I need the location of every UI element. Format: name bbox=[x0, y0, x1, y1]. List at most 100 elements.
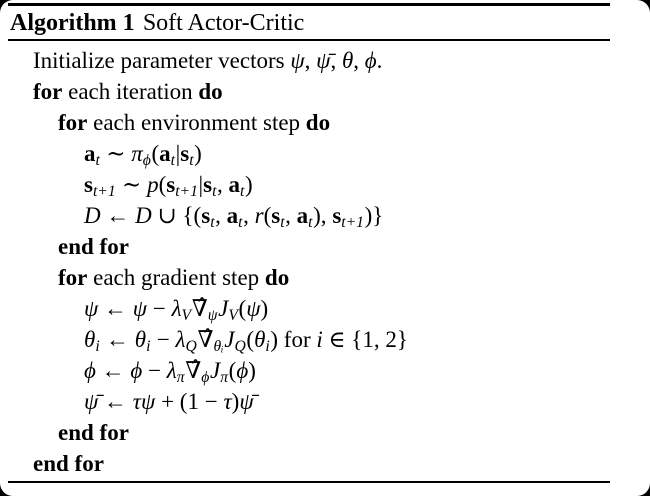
algorithm-line: end for bbox=[0, 231, 650, 262]
algorithm-line: Initialize parameter vectors ψ, ψ̄, θ, ϕ… bbox=[0, 45, 650, 76]
math-segment: ( bbox=[238, 296, 247, 321]
math-segment: ← bbox=[98, 296, 133, 321]
algorithm-line: ψ ← ψ − λV∇̂ψJV(ψ) bbox=[0, 293, 650, 324]
math-segment: ∇̂ bbox=[197, 327, 214, 352]
math-segment: ∇̂ bbox=[185, 358, 202, 383]
math-segment: τψ bbox=[132, 389, 156, 414]
math-segment: s bbox=[84, 172, 93, 197]
math-segment: , bbox=[330, 48, 342, 73]
math-segment: ψ bbox=[290, 48, 305, 73]
algorithm-body: Initialize parameter vectors ψ, ψ̄, θ, ϕ… bbox=[0, 45, 650, 479]
math-segment: t bbox=[238, 213, 243, 231]
math-segment: t bbox=[308, 213, 313, 231]
math-segment: ) bbox=[194, 141, 202, 166]
math-segment: a bbox=[296, 203, 309, 228]
math-segment: t bbox=[210, 213, 215, 231]
math-segment: + (1 − bbox=[155, 389, 224, 414]
math-segment: θ bbox=[341, 48, 354, 73]
math-segment: for bbox=[58, 110, 88, 135]
math-segment: J bbox=[218, 296, 229, 321]
math-segment: ) bbox=[231, 389, 240, 414]
math-segment: ∇̂ bbox=[191, 296, 208, 321]
math-segment: ϕ bbox=[84, 358, 96, 383]
algorithm-line: ψ̄ ← τψ + (1 − τ)ψ̄ bbox=[0, 386, 650, 417]
math-segment: ψ̄ bbox=[316, 48, 331, 73]
math-segment: ψ bbox=[84, 296, 99, 321]
math-segment: − bbox=[142, 358, 167, 383]
math-segment: ψ bbox=[207, 306, 218, 324]
math-segment: ψ bbox=[132, 296, 148, 321]
math-segment: p bbox=[147, 172, 159, 197]
algorithm-label: Algorithm 1 bbox=[10, 10, 135, 36]
math-segment: t bbox=[170, 151, 176, 169]
math-segment: a bbox=[228, 172, 241, 197]
math-segment: i bbox=[95, 337, 100, 355]
math-segment: end for bbox=[33, 451, 104, 476]
math-segment: for bbox=[33, 79, 63, 104]
algorithm-title: Soft Actor-Critic bbox=[142, 10, 305, 36]
math-segment: s bbox=[271, 203, 281, 228]
math-segment: t+1 bbox=[175, 182, 198, 200]
math-segment: , bbox=[304, 48, 317, 73]
math-segment: ← bbox=[98, 389, 133, 414]
math-segment: a bbox=[159, 141, 171, 166]
math-segment: each gradient step bbox=[87, 265, 265, 290]
math-segment: )} bbox=[364, 203, 384, 228]
math-segment: t bbox=[189, 151, 194, 169]
math-segment: a bbox=[84, 141, 96, 166]
math-segment: ) bbox=[248, 358, 256, 383]
math-segment: s bbox=[201, 203, 211, 228]
math-segment: ), bbox=[313, 203, 333, 228]
math-segment: θᵢ bbox=[213, 337, 224, 355]
math-segment: i bbox=[265, 337, 270, 355]
math-segment: each environment step bbox=[87, 110, 306, 135]
algorithm-header: Algorithm 1 Soft Actor-Critic bbox=[10, 8, 640, 38]
algorithm-line: end for bbox=[0, 417, 650, 448]
math-segment: , bbox=[353, 48, 365, 73]
math-segment: end for bbox=[58, 420, 129, 445]
math-segment: s bbox=[203, 172, 213, 197]
math-segment: V bbox=[181, 306, 192, 324]
math-segment: i bbox=[316, 327, 323, 352]
math-segment: t bbox=[95, 151, 100, 169]
algorithm-line: for each iteration do bbox=[0, 76, 650, 107]
math-segment: , bbox=[243, 203, 255, 228]
math-segment: ← bbox=[95, 358, 131, 383]
algorithm-line: end for bbox=[0, 448, 650, 479]
math-segment: ) bbox=[260, 296, 269, 321]
math-segment: V bbox=[228, 306, 238, 324]
math-segment: do bbox=[305, 110, 331, 135]
top-rule bbox=[8, 3, 610, 6]
bottom-rule bbox=[8, 481, 610, 483]
math-segment: ϕ bbox=[142, 151, 151, 169]
math-segment: | bbox=[175, 141, 181, 166]
algorithm-line: for each environment step do bbox=[0, 107, 650, 138]
math-segment: t+1 bbox=[341, 213, 364, 231]
algorithm-line: ϕ ← ϕ − λπ∇̂ϕJπ(ϕ) bbox=[0, 355, 650, 386]
math-segment: − bbox=[147, 296, 172, 321]
math-segment: ) bbox=[245, 172, 253, 197]
math-segment: t+1 bbox=[92, 182, 116, 200]
math-segment: Q bbox=[185, 337, 197, 355]
math-segment: s bbox=[332, 203, 342, 228]
math-segment: θ bbox=[84, 327, 96, 352]
math-segment: D bbox=[135, 203, 152, 228]
math-segment: π bbox=[176, 368, 185, 386]
math-segment: ← bbox=[100, 327, 135, 352]
algorithm-line: for each gradient step do bbox=[0, 262, 650, 293]
algorithm-line: st+1 ∼ p(st+1|st, at) bbox=[0, 169, 650, 200]
math-segment: , bbox=[215, 203, 227, 228]
math-segment: ψ bbox=[246, 296, 261, 321]
math-segment: s bbox=[166, 172, 176, 197]
algorithm-line: θi ← θi − λQ∇̂θᵢJQ(θi) for i ∈ {1, 2} bbox=[0, 324, 650, 355]
math-segment: s bbox=[180, 141, 190, 166]
math-segment: τ bbox=[223, 389, 232, 414]
math-segment: π bbox=[220, 368, 229, 386]
math-segment: ∈ {1, 2} bbox=[322, 327, 408, 352]
math-segment: do bbox=[264, 265, 290, 290]
math-segment: , bbox=[285, 203, 297, 228]
math-segment: D bbox=[84, 203, 101, 228]
math-segment: ) for bbox=[270, 327, 317, 352]
math-segment: t bbox=[212, 182, 217, 200]
math-segment: ( bbox=[228, 358, 237, 383]
